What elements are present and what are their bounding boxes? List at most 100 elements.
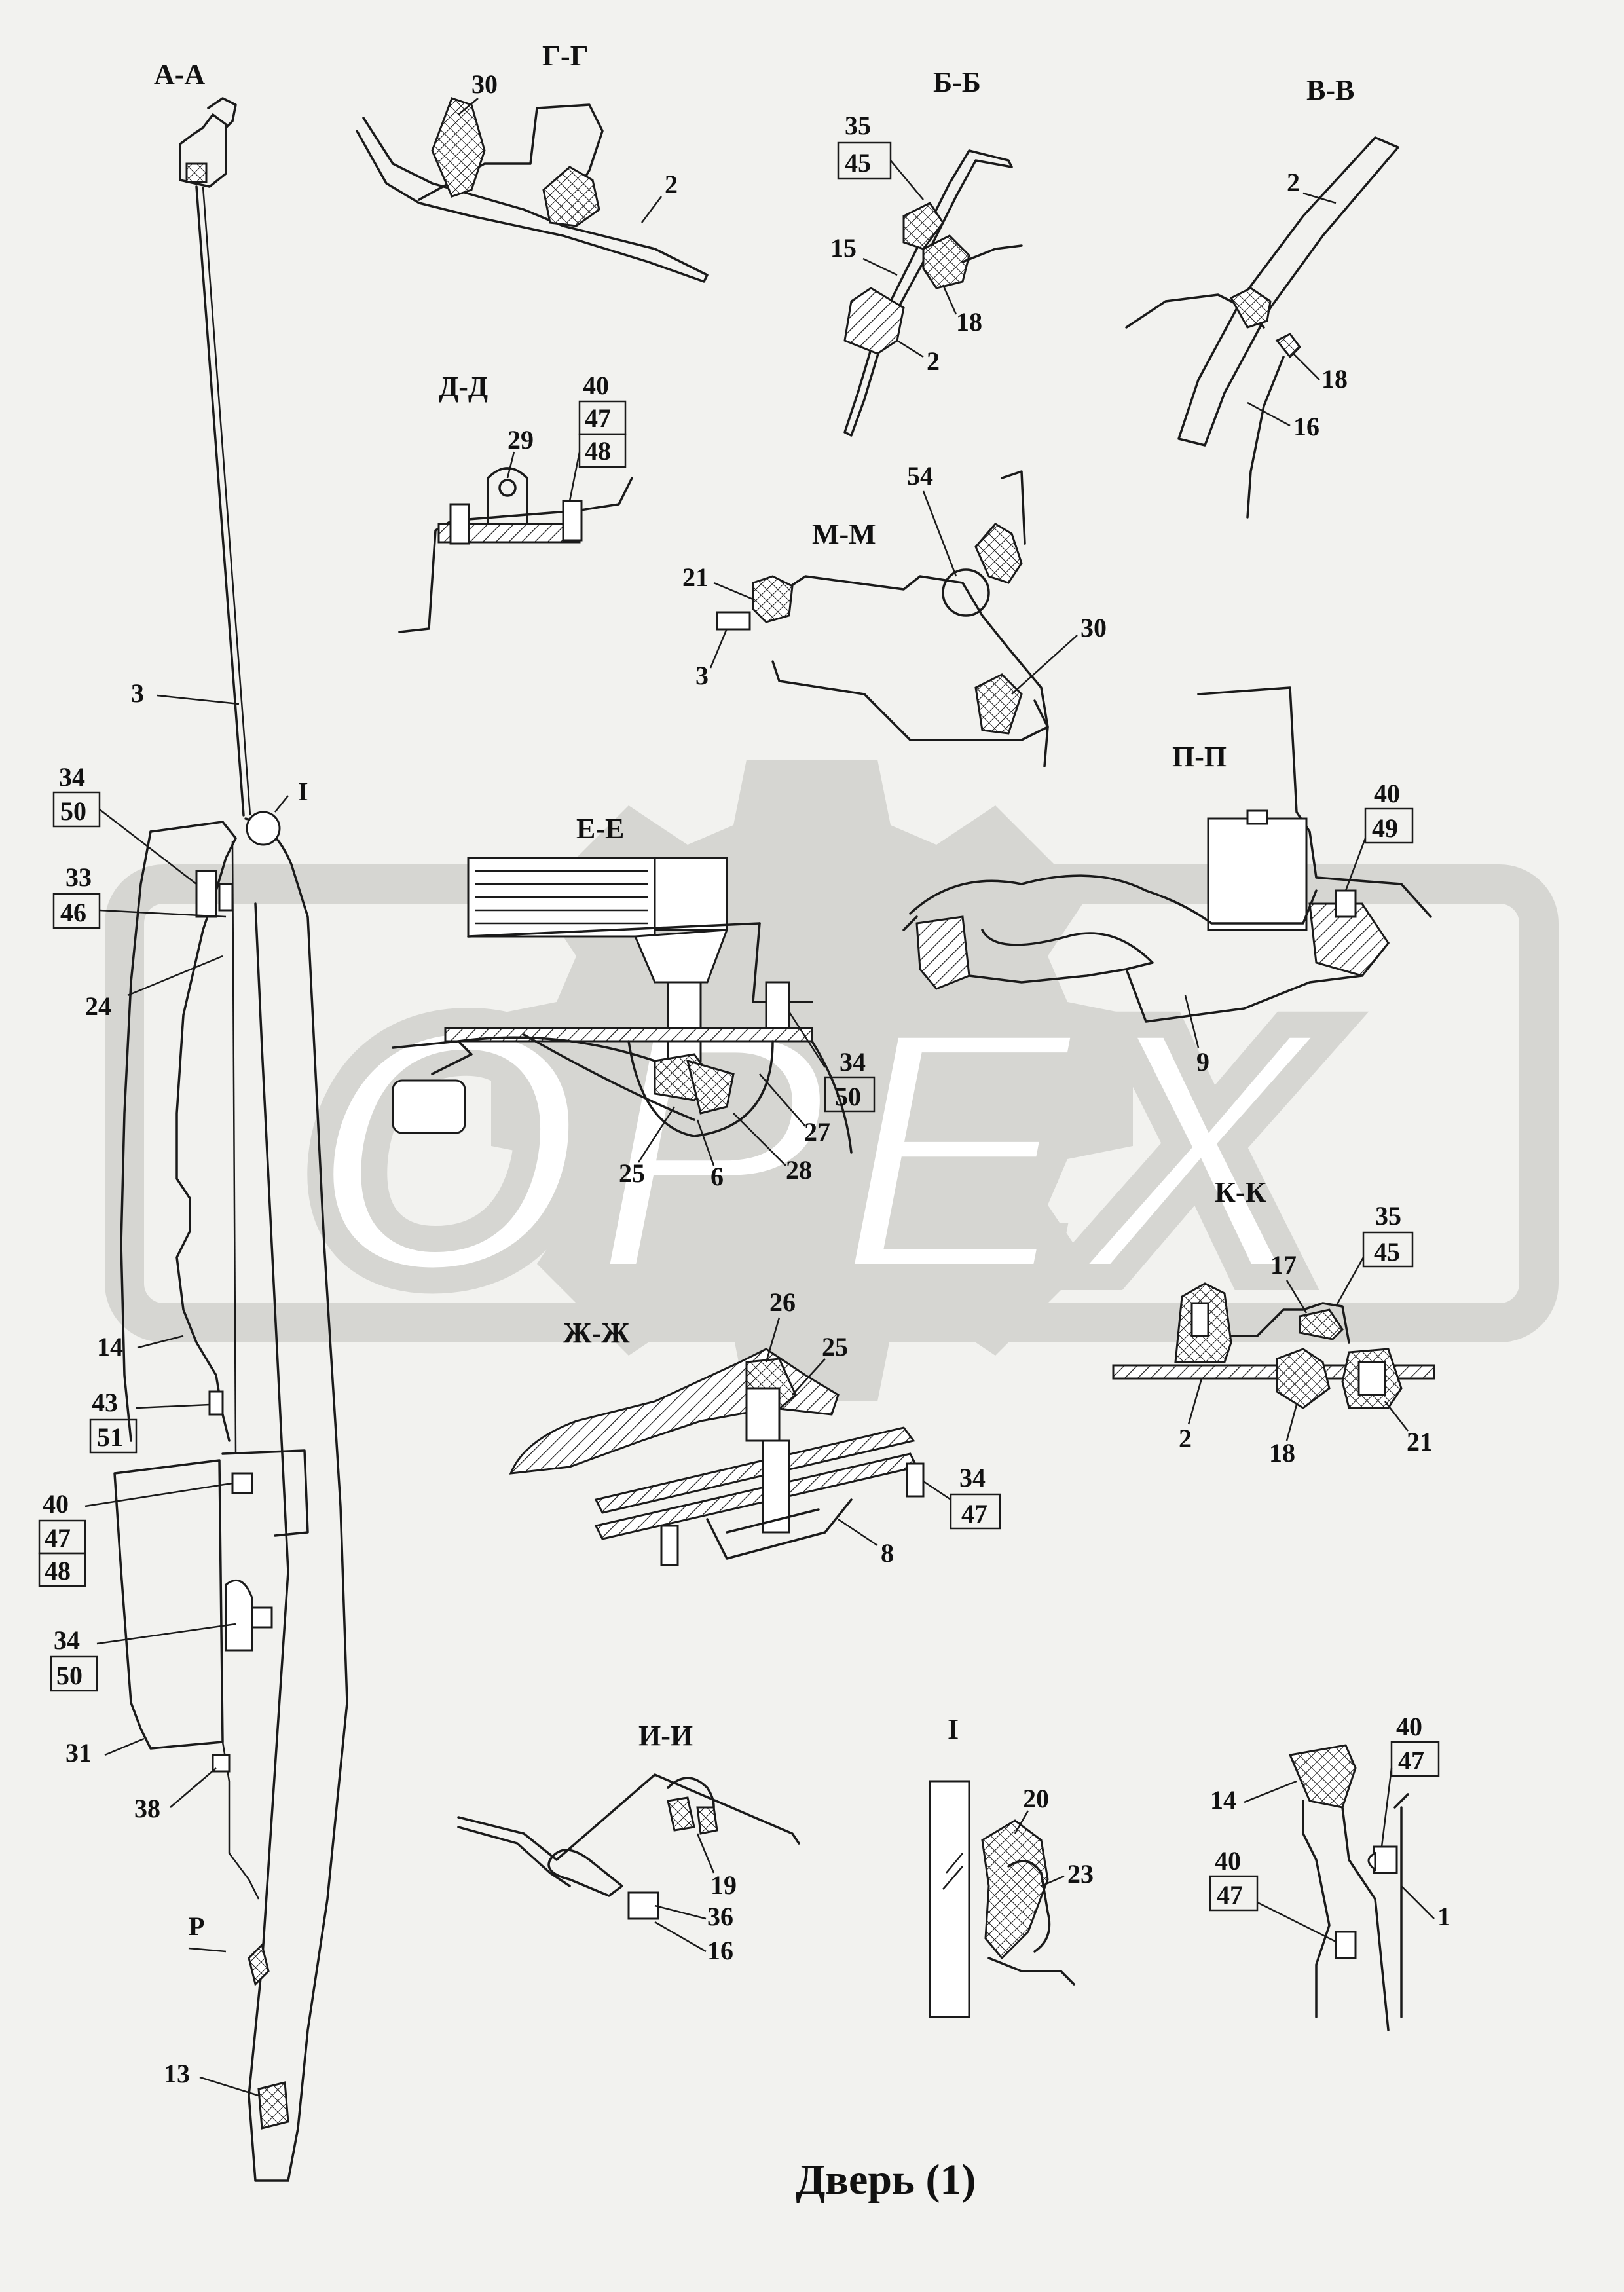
section-kk: К-К 35 45 17 2 18 21 <box>1112 1176 1435 1468</box>
callout-28-ee: 28 <box>786 1155 812 1185</box>
section-dd-title: Д-Д <box>439 371 488 403</box>
callout-2-bb: 2 <box>927 346 940 376</box>
section-gg: Г-Г 30 2 <box>356 40 709 283</box>
callout-8-zhzh: 8 <box>881 1538 894 1568</box>
svg-text:47: 47 <box>45 1523 71 1553</box>
callout-21-mm: 21 <box>682 563 709 592</box>
svg-text:51: 51 <box>97 1422 123 1452</box>
opex-watermark: OPEX <box>105 760 1559 1401</box>
view-marker-p: Р <box>189 1912 204 1941</box>
callout-i-aa: I <box>298 777 308 806</box>
svg-text:34: 34 <box>54 1625 80 1655</box>
callout-13-aa: 13 <box>164 2059 190 2088</box>
callout-21-kk: 21 <box>1407 1427 1433 1456</box>
callout-2-vv: 2 <box>1287 168 1300 197</box>
callout-45-bb: 45 <box>845 148 871 177</box>
svg-text:33: 33 <box>65 862 92 892</box>
callout-14-aa: 14 <box>97 1332 123 1361</box>
section-gg-title: Г-Г <box>542 40 589 72</box>
section-vv: В-В 2 18 16 <box>1125 74 1399 519</box>
callout-24-aa: 24 <box>85 991 111 1021</box>
callout-50-ee: 50 <box>835 1082 861 1111</box>
section-mm-title: М-М <box>812 518 876 550</box>
callout-31-aa: 31 <box>65 1738 92 1767</box>
detail-one-title: I <box>948 1713 959 1745</box>
stack-43-51: 43 51 <box>89 1388 210 1454</box>
watermark-text: OPEX <box>303 945 1340 1355</box>
callout-48-dd: 48 <box>585 436 611 466</box>
callout-18-kk: 18 <box>1269 1438 1295 1468</box>
callout-2-kk: 2 <box>1179 1424 1192 1453</box>
callout-25-ee: 25 <box>619 1158 645 1188</box>
callout-38-aa: 38 <box>134 1794 160 1823</box>
callout-2-gg: 2 <box>665 170 678 199</box>
callout-40-det-top: 40 <box>1396 1712 1422 1741</box>
stack-40-47-48-left: 40 47 48 <box>38 1482 233 1587</box>
svg-text:40: 40 <box>43 1489 69 1519</box>
svg-text:50: 50 <box>56 1661 83 1690</box>
callout-47-det-bot: 47 <box>1217 1880 1243 1910</box>
callout-3-aa: 3 <box>131 678 144 708</box>
callout-45-kk: 45 <box>1374 1237 1400 1266</box>
callout-47-dd: 47 <box>585 403 611 433</box>
callout-1-det: 1 <box>1437 1902 1450 1931</box>
callout-16-ii: 16 <box>707 1936 733 1965</box>
callout-47-zhzh: 47 <box>961 1499 987 1528</box>
svg-text:48: 48 <box>45 1556 71 1585</box>
page-title: Дверь (1) <box>796 2156 976 2204</box>
callout-54-mm: 54 <box>907 461 933 490</box>
callout-34-ee: 34 <box>840 1047 866 1077</box>
detail-lower-right: 14 40 47 40 47 1 <box>1209 1712 1450 2031</box>
section-ee: Е-Е 25 6 28 27 <box>392 813 876 1191</box>
callout-40-det-bot: 40 <box>1215 1846 1241 1876</box>
section-bb: Б-Б 35 45 15 18 2 <box>830 66 1023 437</box>
callout-47-det-top: 47 <box>1398 1746 1424 1775</box>
callout-36-ii: 36 <box>707 1902 733 1931</box>
svg-text:34: 34 <box>59 762 85 792</box>
stack-33-46: 33 46 <box>52 862 227 929</box>
callout-40-pp: 40 <box>1374 779 1400 808</box>
section-dd: Д-Д 29 40 47 48 <box>398 371 633 633</box>
callout-18-vv: 18 <box>1321 364 1348 394</box>
section-kk-title: К-К <box>1215 1176 1266 1208</box>
stack-34-50-mid: 34 50 <box>50 1623 236 1692</box>
callout-35-kk: 35 <box>1375 1201 1401 1230</box>
callout-23-one: 23 <box>1067 1859 1094 1889</box>
section-zhzh-title: Ж-Ж <box>563 1317 630 1349</box>
section-ii-title: И-И <box>638 1720 693 1752</box>
section-ii: И-И 19 36 16 <box>457 1720 800 1965</box>
callout-16-vv: 16 <box>1293 412 1320 441</box>
callout-49-pp: 49 <box>1372 813 1398 843</box>
callout-18-bb: 18 <box>956 307 982 337</box>
section-mm: М-М 54 21 3 30 <box>682 461 1107 767</box>
callout-15-bb: 15 <box>830 233 857 263</box>
detail-one: I 20 23 <box>929 1713 1094 2018</box>
section-pp: П-П 40 49 9 <box>902 686 1432 1077</box>
callout-14-det: 14 <box>1210 1785 1236 1815</box>
section-zhzh: Ж-Ж 26 25 8 34 47 <box>509 1287 1001 1568</box>
section-aa: А-А 3 I 34 <box>38 58 348 2182</box>
callout-30-gg: 30 <box>471 69 498 99</box>
callout-19-ii: 19 <box>710 1870 737 1900</box>
callout-6-ee: 6 <box>710 1162 724 1191</box>
svg-text:43: 43 <box>92 1388 118 1417</box>
section-pp-title: П-П <box>1172 741 1227 773</box>
stack-34-50-top: 34 50 <box>52 762 197 885</box>
svg-text:46: 46 <box>60 898 86 927</box>
callout-40-dd: 40 <box>583 371 609 400</box>
callout-26-zhzh: 26 <box>769 1287 796 1317</box>
section-vv-title: В-В <box>1306 74 1354 106</box>
section-aa-title: А-А <box>154 58 205 90</box>
callout-35-bb: 35 <box>845 111 871 140</box>
section-ee-title: Е-Е <box>576 813 624 845</box>
callout-27-ee: 27 <box>804 1117 830 1147</box>
callout-9-pp: 9 <box>1196 1047 1209 1077</box>
callout-29-dd: 29 <box>507 425 534 454</box>
callout-25-zhzh: 25 <box>822 1332 848 1361</box>
callout-34-zhzh: 34 <box>959 1463 986 1492</box>
callout-17-kk: 17 <box>1270 1250 1297 1280</box>
callout-30-mm: 30 <box>1080 613 1107 642</box>
svg-text:50: 50 <box>60 796 86 826</box>
section-bb-title: Б-Б <box>933 66 981 98</box>
